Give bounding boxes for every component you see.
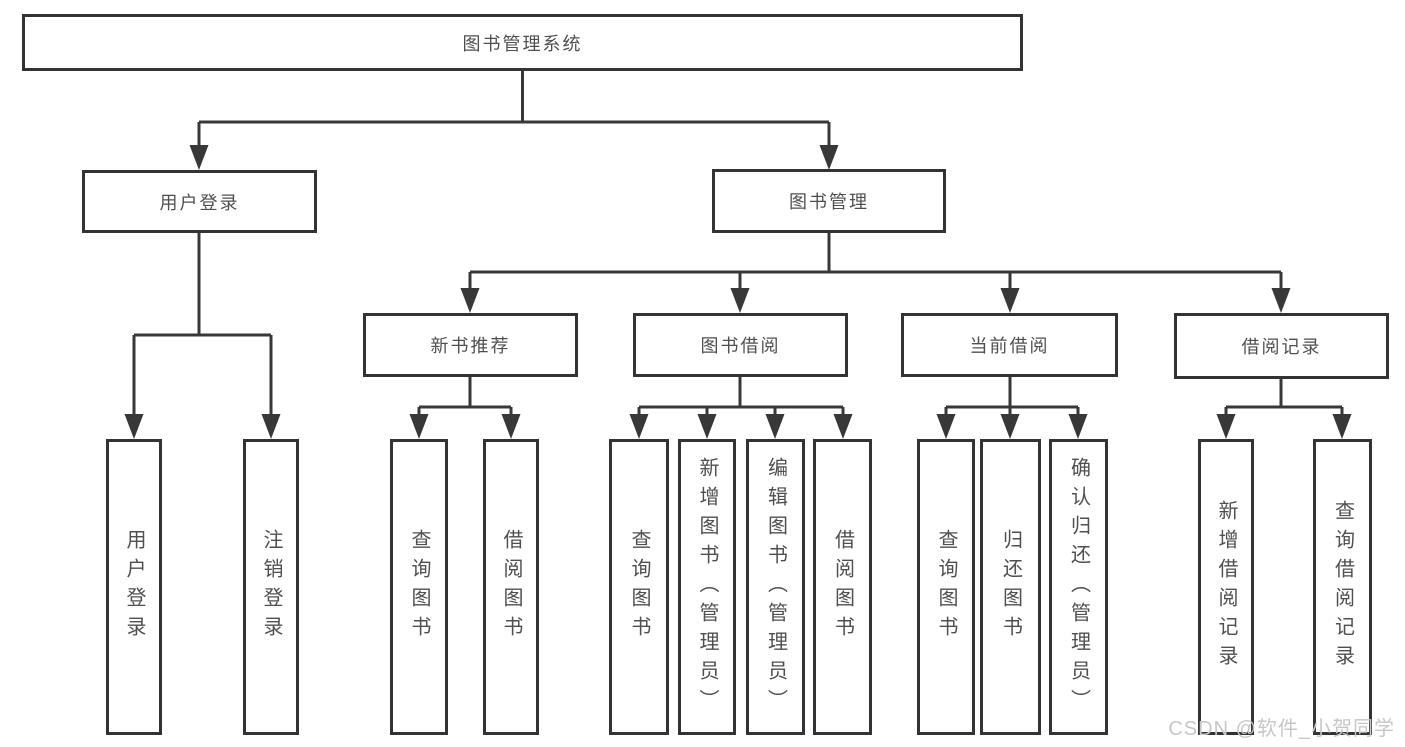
node-root-label: 图书管理系统 (462, 33, 583, 54)
leaf-cb-query-books: 查询图书 (917, 439, 975, 735)
leaf-user-login: 用户登录 (106, 439, 162, 735)
leaf-cb-return-books-label: 归还图书 (999, 529, 1022, 645)
leaf-br-add-record: 新增借阅记录 (1198, 439, 1254, 735)
node-borrow-records-label: 借阅记录 (1241, 337, 1322, 357)
leaf-br-query-record-label: 查询借阅记录 (1331, 500, 1354, 674)
leaf-bb-borrow-books-label: 借阅图书 (831, 529, 854, 645)
leaf-bb-borrow-books: 借阅图书 (813, 439, 872, 735)
node-current-borrow: 当前借阅 (901, 313, 1118, 377)
leaf-cb-return-books: 归还图书 (980, 439, 1041, 735)
node-book-management-label: 图书管理 (789, 192, 869, 212)
leaf-cb-confirm-return-admin: 确认归还（管理员） (1049, 439, 1108, 735)
node-root: 图书管理系统 (22, 14, 1023, 71)
leaf-logout-label: 注销登录 (260, 529, 282, 645)
leaf-nbr-borrow-books-label: 借阅图书 (500, 529, 522, 645)
leaf-br-add-record-label: 新增借阅记录 (1215, 500, 1237, 674)
leaf-bb-edit-books-admin-label: 编辑图书（管理员） (764, 456, 787, 718)
leaf-cb-query-books-label: 查询图书 (935, 529, 957, 645)
node-book-borrow-label: 图书借阅 (700, 336, 781, 356)
node-user-login-label: 用户登录 (159, 192, 240, 213)
leaf-bb-query-books-label: 查询图书 (628, 529, 650, 645)
leaf-logout: 注销登录 (243, 439, 299, 735)
leaf-nbr-borrow-books: 借阅图书 (483, 439, 539, 735)
leaf-bb-add-books-admin: 新增图书（管理员） (678, 439, 736, 735)
leaf-cb-confirm-return-admin-label: 确认归还（管理员） (1067, 456, 1090, 718)
node-current-borrow-label: 当前借阅 (969, 336, 1050, 356)
leaf-user-login-label: 用户登录 (123, 529, 145, 645)
node-borrow-records: 借阅记录 (1174, 313, 1389, 379)
node-book-management: 图书管理 (712, 169, 946, 233)
node-new-book-recommend-label: 新书推荐 (430, 336, 511, 356)
node-new-book-recommend: 新书推荐 (363, 313, 578, 377)
leaf-bb-edit-books-admin: 编辑图书（管理员） (746, 439, 805, 735)
leaf-nbr-query-books-label: 查询图书 (408, 529, 430, 645)
arrowheads (124, 145, 1352, 439)
leaf-nbr-query-books: 查询图书 (390, 439, 448, 735)
leaf-bb-query-books: 查询图书 (609, 439, 669, 735)
leaf-bb-add-books-admin-label: 新增图书（管理员） (696, 456, 718, 718)
leaf-br-query-record: 查询借阅记录 (1313, 439, 1372, 735)
csdn-watermark: CSDN @软件_小贺同学 (1168, 718, 1395, 740)
node-book-borrow: 图书借阅 (633, 313, 848, 377)
node-user-login: 用户登录 (82, 170, 317, 233)
